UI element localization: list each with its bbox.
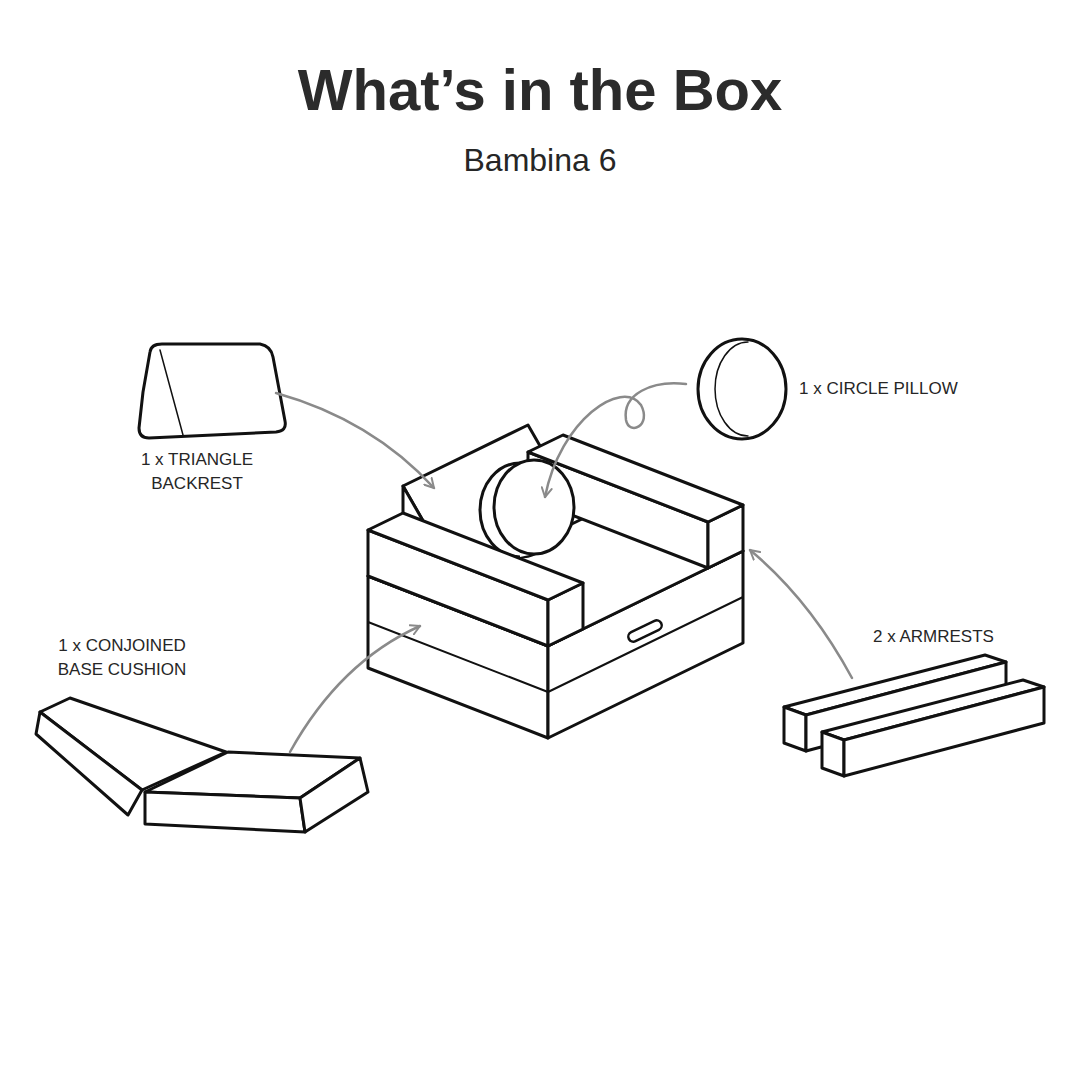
part-label: 1 x CIRCLE PILLOW [799, 377, 958, 401]
armrest-end [784, 707, 806, 751]
armrest-piece [822, 680, 1044, 776]
armrest-side [844, 687, 1044, 776]
leader-arrow [750, 550, 852, 678]
part-label: 1 x TRIANGLE BACKREST [122, 448, 272, 496]
cushion-tilted-side [36, 712, 142, 815]
pillow-front [494, 460, 574, 554]
pillow-outline [698, 339, 786, 439]
base-cushion-piece [36, 698, 368, 832]
leader-arrow [276, 393, 434, 488]
part-label: 1 x CONJOINED BASE CUSHION [47, 634, 197, 682]
carry-handle [627, 619, 664, 644]
assembled-chair [368, 425, 743, 738]
part-label: 2 x ARMRESTS [873, 625, 994, 649]
leader-arrow [290, 626, 420, 752]
leader-arrow [545, 383, 686, 497]
title: What’s in the Box [298, 57, 782, 123]
armrest-end [822, 732, 844, 776]
cushion-flat-front [145, 792, 305, 832]
backrest-edge [160, 350, 183, 435]
left-arm-top [368, 513, 583, 600]
pillow-rim [715, 342, 748, 436]
subtitle: Bambina 6 [340, 141, 740, 179]
triangle-backrest-piece [139, 344, 285, 438]
circle-pillow-piece [698, 339, 786, 439]
cushion-flat-side [300, 758, 368, 832]
backrest-outline [139, 344, 285, 438]
